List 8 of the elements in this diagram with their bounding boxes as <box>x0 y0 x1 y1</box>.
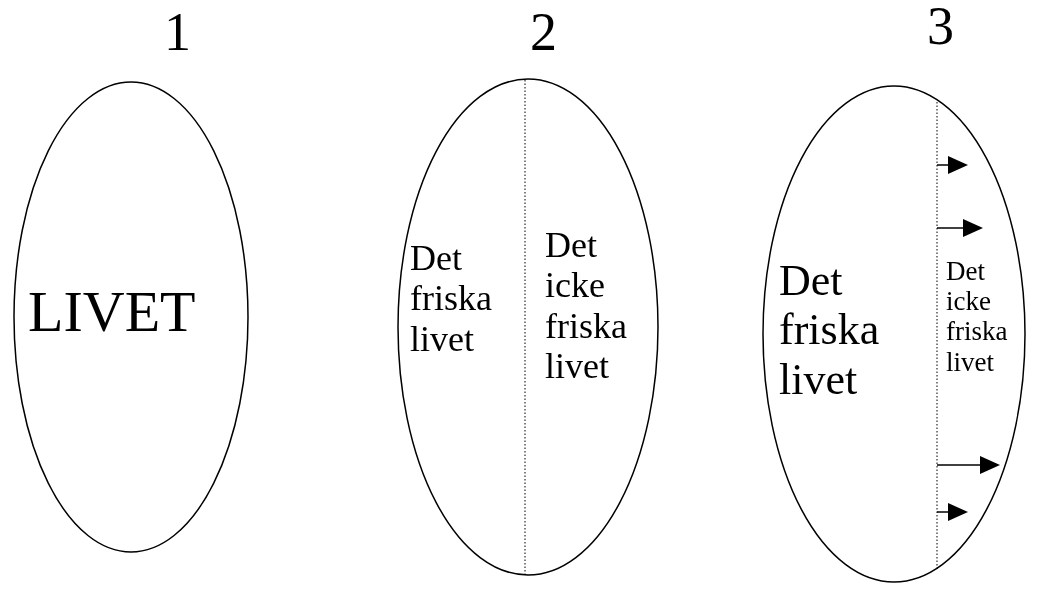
oval-label: Det icke friska livet <box>946 256 1009 377</box>
oval-label: LIVET <box>28 280 197 345</box>
oval-label: Det friska livet <box>779 256 881 404</box>
panel-number: 2 <box>530 2 558 63</box>
panel-number: 3 <box>927 0 955 57</box>
oval-label: Det friska livet <box>410 238 493 359</box>
panel-number: 1 <box>164 2 192 63</box>
oval-label: Det icke friska livet <box>545 225 628 387</box>
